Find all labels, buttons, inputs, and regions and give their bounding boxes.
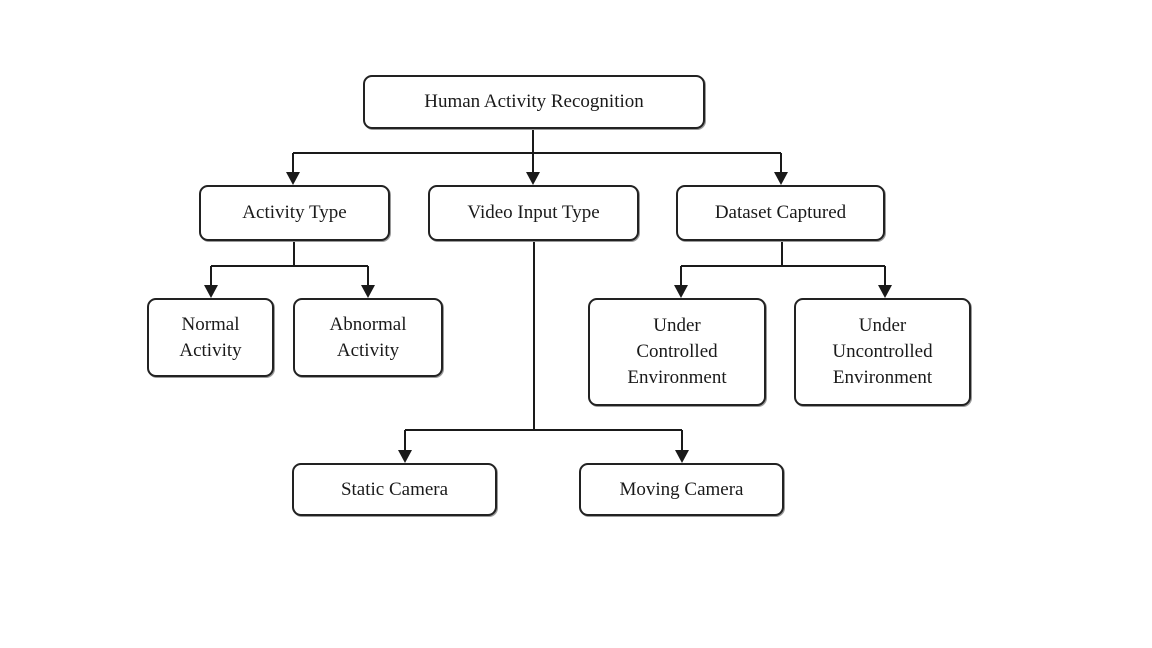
node-static-camera: Static Camera bbox=[292, 463, 497, 516]
node-label-line-2: Activity bbox=[336, 339, 400, 361]
node-moving-camera: Moving Camera bbox=[579, 463, 784, 516]
node-label-line-1: Normal bbox=[181, 313, 240, 335]
node-normal-activity: Normal Activity bbox=[147, 298, 274, 377]
node-abnormal-activity: Abnormal Activity bbox=[293, 298, 443, 377]
node-label-line-1: Under bbox=[653, 315, 701, 336]
arrow-to-under-uncontrolled bbox=[878, 285, 892, 298]
node-label-line-1: Abnormal bbox=[329, 313, 407, 335]
node-label-line-3: Environment bbox=[627, 367, 727, 388]
node-label: Dataset Captured bbox=[714, 202, 847, 223]
node-label-line-2: Activity bbox=[179, 339, 242, 361]
arrow-to-video-input-type bbox=[526, 172, 540, 185]
node-dataset-captured: Dataset Captured bbox=[676, 185, 885, 241]
arrow-to-dataset-captured bbox=[774, 172, 788, 185]
node-label-line-2: Uncontrolled bbox=[832, 341, 933, 362]
node-activity-type: Activity Type bbox=[199, 185, 390, 241]
node-human-activity-recognition: Human Activity Recognition bbox=[363, 75, 705, 129]
node-label: Video Input Type bbox=[467, 202, 600, 223]
node-label: Moving Camera bbox=[619, 478, 744, 500]
node-label: Human Activity Recognition bbox=[424, 91, 644, 112]
arrow-to-moving-camera bbox=[675, 450, 689, 463]
node-under-uncontrolled-environment: Under Uncontrolled Environment bbox=[794, 298, 971, 406]
node-label-line-3: Environment bbox=[832, 367, 933, 388]
node-under-controlled-environment: Under Controlled Environment bbox=[588, 298, 766, 406]
node-label-line-2: Controlled bbox=[636, 341, 718, 362]
node-video-input-type: Video Input Type bbox=[428, 185, 639, 241]
arrow-to-static-camera bbox=[398, 450, 412, 463]
node-label: Activity Type bbox=[242, 202, 347, 223]
arrow-to-abnormal-activity bbox=[361, 285, 375, 298]
arrow-to-under-controlled bbox=[674, 285, 688, 298]
arrow-to-activity-type bbox=[286, 172, 300, 185]
node-label: Static Camera bbox=[340, 478, 449, 500]
arrow-to-normal-activity bbox=[204, 285, 218, 298]
node-label-line-1: Under bbox=[858, 315, 907, 336]
